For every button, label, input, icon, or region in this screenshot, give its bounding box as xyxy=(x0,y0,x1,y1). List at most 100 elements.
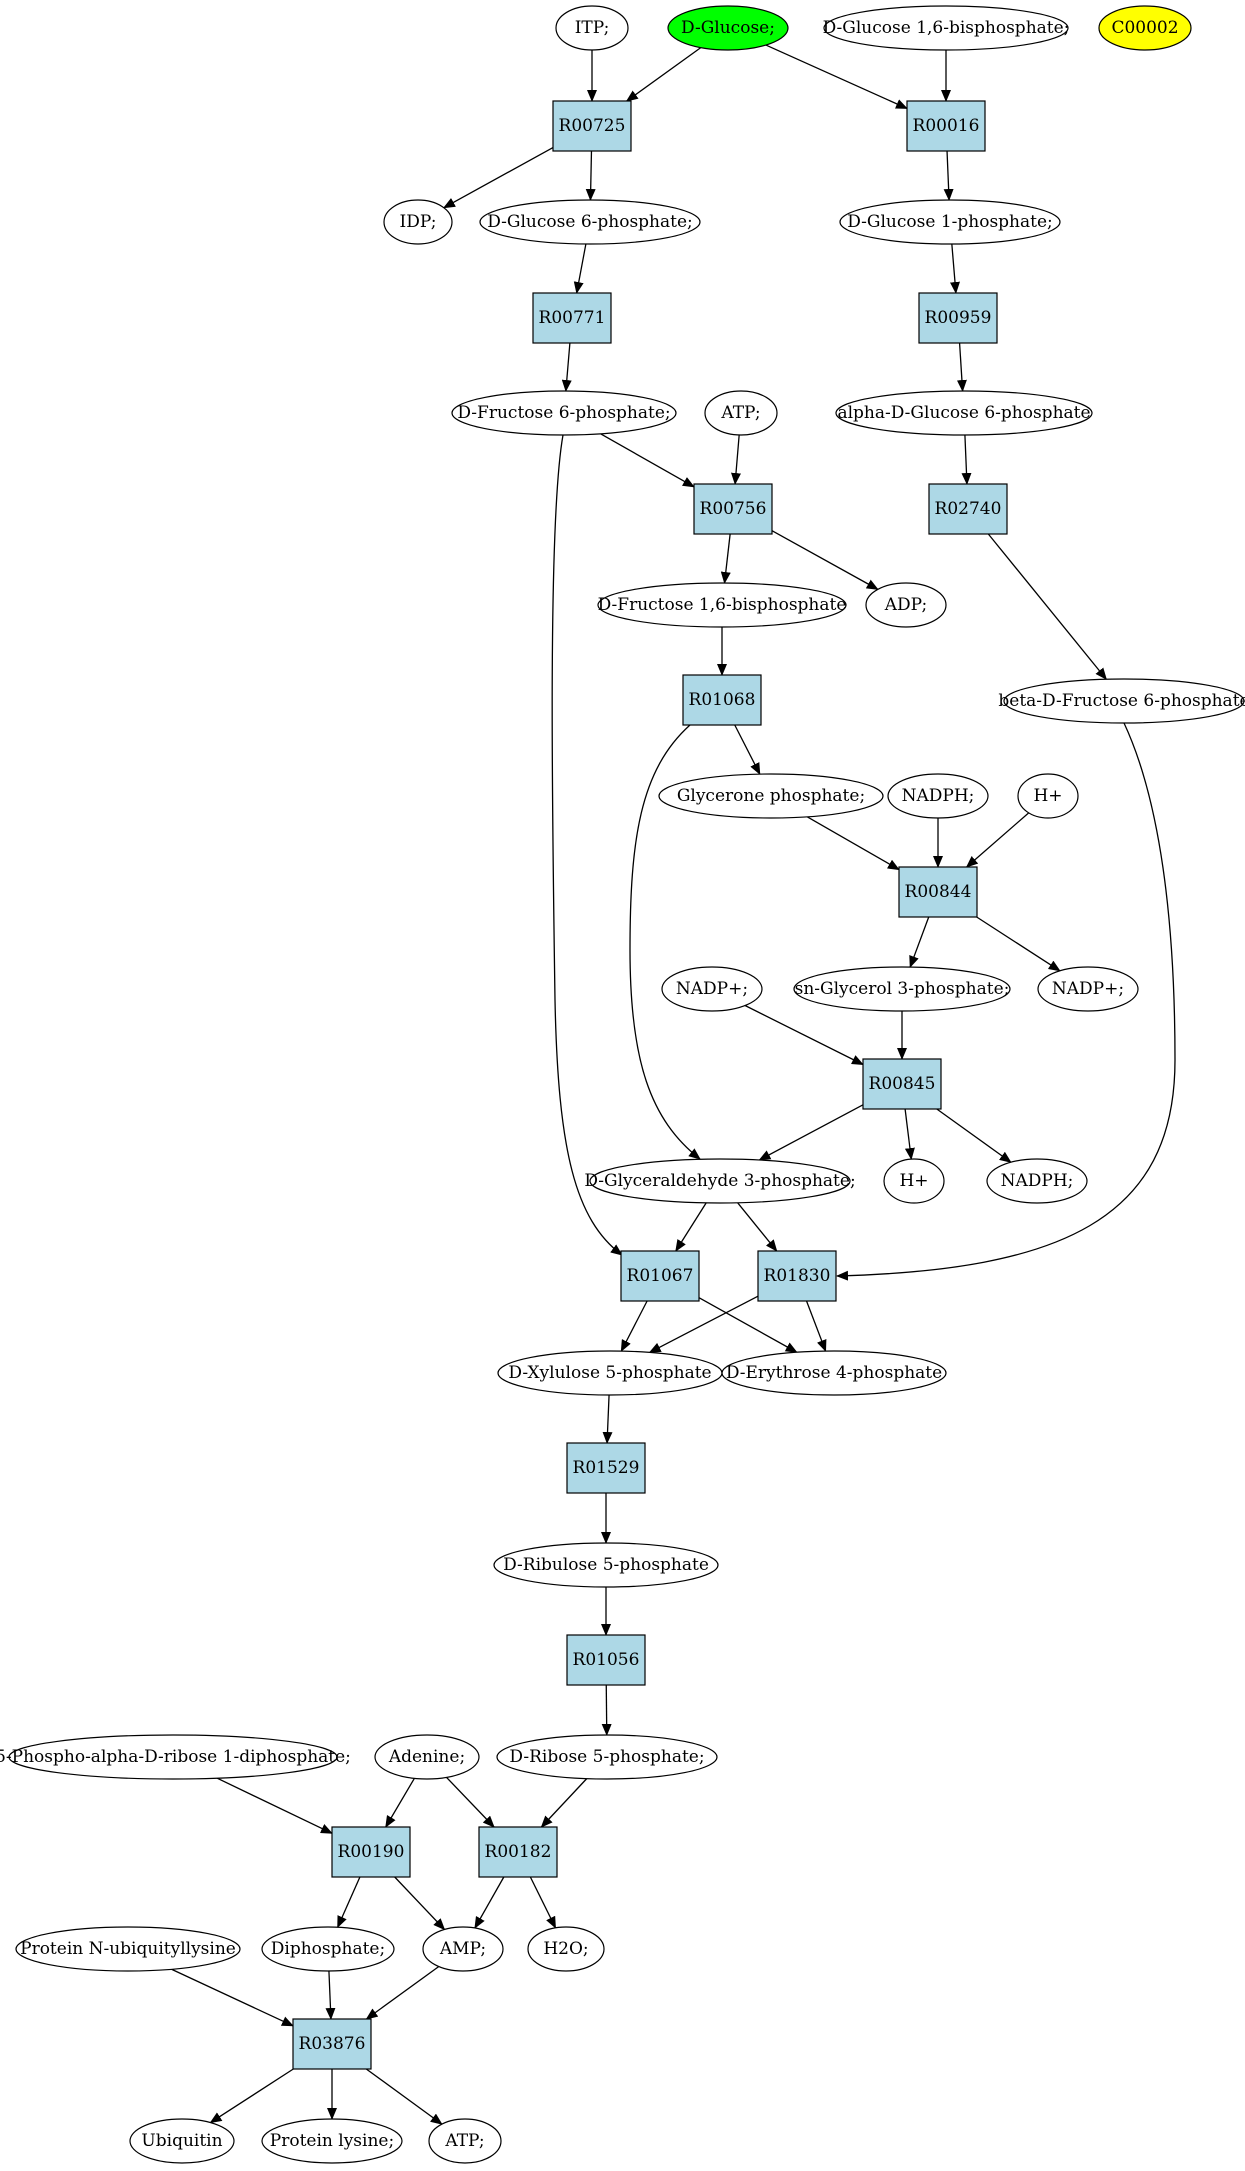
compound-node-bf6p[interactable]: beta-D-Fructose 6-phosphate xyxy=(998,678,1245,724)
reaction-node-r00190[interactable]: R00190 xyxy=(331,1826,411,1878)
edge-r00756-to-adp xyxy=(771,530,879,590)
compound-node-ru5p[interactable]: D-Ribulose 5-phosphate xyxy=(493,1542,719,1588)
edge-glucose-to-r00725 xyxy=(625,47,702,102)
reaction-box-r01830 xyxy=(757,1250,837,1302)
edge-r01068-to-gap xyxy=(629,724,701,1160)
compound-node-c00002[interactable]: C00002 xyxy=(1098,5,1192,51)
compound-node-adenine[interactable]: Adenine; xyxy=(374,1734,480,1780)
node-label-protub: Protein N-ubiquityllysine xyxy=(20,1939,236,1959)
compound-node-h2o[interactable]: H2O; xyxy=(527,1926,605,1972)
edge-protub-to-r03876 xyxy=(171,1968,294,2027)
node-label-r00756: R00756 xyxy=(700,499,767,519)
node-label-r02740: R02740 xyxy=(935,499,1002,519)
compound-node-protub[interactable]: Protein N-ubiquityllysine xyxy=(15,1926,241,1972)
compound-node-ubiquitin[interactable]: Ubiquitin xyxy=(129,2118,235,2164)
compound-node-ag6p[interactable]: alpha-D-Glucose 6-phosphate xyxy=(835,390,1093,436)
compound-node-amp[interactable]: AMP; xyxy=(422,1926,504,1972)
node-label-nadph1: NADPH; xyxy=(902,786,975,806)
node-label-bf6p: beta-D-Fructose 6-phosphate xyxy=(998,691,1245,711)
compound-node-f6p[interactable]: D-Fructose 6-phosphate; xyxy=(451,390,677,436)
edge-r00771-to-f6p xyxy=(561,342,572,392)
reaction-node-r00756[interactable]: R00756 xyxy=(693,483,773,535)
reaction-node-r00182[interactable]: R00182 xyxy=(478,1826,558,1878)
reaction-node-r00844[interactable]: R00844 xyxy=(898,866,978,918)
compound-node-prpp[interactable]: 5-Phospho-alpha-D-ribose 1-diphosphate; xyxy=(0,1734,351,1780)
compound-node-r5p[interactable]: D-Ribose 5-phosphate; xyxy=(496,1734,718,1780)
compound-ellipse-ru5p xyxy=(493,1542,719,1588)
node-label-adenine: Adenine; xyxy=(388,1747,465,1767)
node-label-amp: AMP; xyxy=(439,1939,486,1959)
compound-ellipse-nadph1 xyxy=(887,773,989,819)
compound-node-glycerone[interactable]: Glycerone phosphate; xyxy=(658,773,884,819)
reaction-box-r00016 xyxy=(906,100,986,152)
reaction-node-r03876[interactable]: R03876 xyxy=(292,2018,372,2070)
compound-node-protlys[interactable]: Protein lysine; xyxy=(261,2118,403,2164)
compound-node-gap[interactable]: D-Glyceraldehyde 3-phosphate; xyxy=(584,1158,856,1204)
node-label-idp: IDP; xyxy=(400,212,437,232)
edge-r01068-to-glycerone xyxy=(734,724,761,776)
compound-node-idp[interactable]: IDP; xyxy=(383,199,453,245)
edge-gap-to-r01830 xyxy=(737,1202,778,1252)
compound-node-itp[interactable]: ITP; xyxy=(555,5,629,51)
compound-node-e4p[interactable]: D-Erythrose 4-phosphate xyxy=(721,1350,947,1396)
compound-node-nadph1[interactable]: NADPH; xyxy=(887,773,989,819)
reaction-box-r00959 xyxy=(918,292,998,344)
node-label-itp: ITP; xyxy=(575,18,610,38)
reaction-node-r01529[interactable]: R01529 xyxy=(566,1442,646,1494)
edge-hplus1-to-r00844 xyxy=(965,812,1030,868)
reaction-node-r01067[interactable]: R01067 xyxy=(620,1250,700,1302)
compound-node-xu5p[interactable]: D-Xylulose 5-phosphate xyxy=(497,1350,723,1396)
reaction-node-r01830[interactable]: R01830 xyxy=(757,1250,837,1302)
compound-node-diphosphate[interactable]: Diphosphate; xyxy=(261,1926,395,1972)
compound-node-f16bp[interactable]: D-Fructose 1,6-bisphosphate xyxy=(597,582,847,628)
compound-node-nadp2[interactable]: NADP+; xyxy=(1037,966,1139,1012)
node-label-c00002: C00002 xyxy=(1111,18,1178,38)
compound-node-g3p_sn[interactable]: sn-Glycerol 3-phosphate; xyxy=(793,966,1011,1012)
compound-node-atp1[interactable]: ATP; xyxy=(704,390,778,436)
node-label-f6p: D-Fructose 6-phosphate; xyxy=(457,403,670,423)
compound-node-hplus1[interactable]: H+ xyxy=(1017,773,1079,819)
compound-node-atp2[interactable]: ATP; xyxy=(428,2118,502,2164)
compound-ellipse-protlys xyxy=(261,2118,403,2164)
edge-r00756-to-f16bp xyxy=(720,533,731,584)
reaction-node-r00016[interactable]: R00016 xyxy=(906,100,986,152)
edge-r03876-to-atp2 xyxy=(365,2068,443,2125)
reaction-node-r02740[interactable]: R02740 xyxy=(928,483,1008,535)
edge-glycerone-to-r00844 xyxy=(806,816,900,871)
edge-r00182-to-amp xyxy=(474,1876,505,1929)
compound-ellipse-adenine xyxy=(374,1734,480,1780)
reaction-box-r00845 xyxy=(862,1058,942,1110)
node-label-f16bp: D-Fructose 1,6-bisphosphate xyxy=(598,595,847,615)
reaction-node-r00845[interactable]: R00845 xyxy=(862,1058,942,1110)
edge-f6p-to-r00756 xyxy=(600,433,695,488)
compound-node-glucose[interactable]: D-Glucose; xyxy=(667,5,789,51)
compound-ellipse-g3p_sn xyxy=(793,966,1011,1012)
compound-ellipse-hplus2 xyxy=(883,1158,945,1204)
reaction-node-r00771[interactable]: R00771 xyxy=(532,292,612,344)
node-label-e4p: D-Erythrose 4-phosphate xyxy=(726,1363,942,1383)
compound-ellipse-hplus1 xyxy=(1017,773,1079,819)
edge-r00725-to-g6p xyxy=(585,150,596,201)
compound-node-g6p[interactable]: D-Glucose 6-phosphate; xyxy=(479,199,701,245)
reaction-node-r01068[interactable]: R01068 xyxy=(682,674,762,726)
edge-f6p-to-r01067 xyxy=(551,434,623,1256)
edge-adenine-to-r00190 xyxy=(385,1778,415,1828)
compound-node-nadp1[interactable]: NADP+; xyxy=(661,966,763,1012)
reaction-box-r00190 xyxy=(331,1826,411,1878)
node-label-h2o: H2O; xyxy=(543,1939,588,1959)
node-label-protlys: Protein lysine; xyxy=(270,2131,394,2151)
reaction-node-r00725[interactable]: R00725 xyxy=(552,100,632,152)
edge-r00844-to-g3p_sn xyxy=(909,916,930,969)
reaction-node-r01056[interactable]: R01056 xyxy=(566,1634,646,1686)
compound-node-g16bp[interactable]: D-Glucose 1,6-bisphosphate; xyxy=(823,5,1070,51)
compound-node-g1p[interactable]: D-Glucose 1-phosphate; xyxy=(839,199,1061,245)
compound-ellipse-nadp2 xyxy=(1037,966,1139,1012)
compound-node-nadph2[interactable]: NADPH; xyxy=(986,1158,1088,1204)
edge-xu5p-to-r01529 xyxy=(602,1394,613,1444)
node-label-r5p: D-Ribose 5-phosphate; xyxy=(509,1747,704,1767)
reaction-node-r00959[interactable]: R00959 xyxy=(918,292,998,344)
node-label-nadph2: NADPH; xyxy=(1001,1171,1074,1191)
compound-node-adp[interactable]: ADP; xyxy=(865,582,947,628)
compound-node-hplus2[interactable]: H+ xyxy=(883,1158,945,1204)
node-label-r01067: R01067 xyxy=(627,1266,694,1286)
